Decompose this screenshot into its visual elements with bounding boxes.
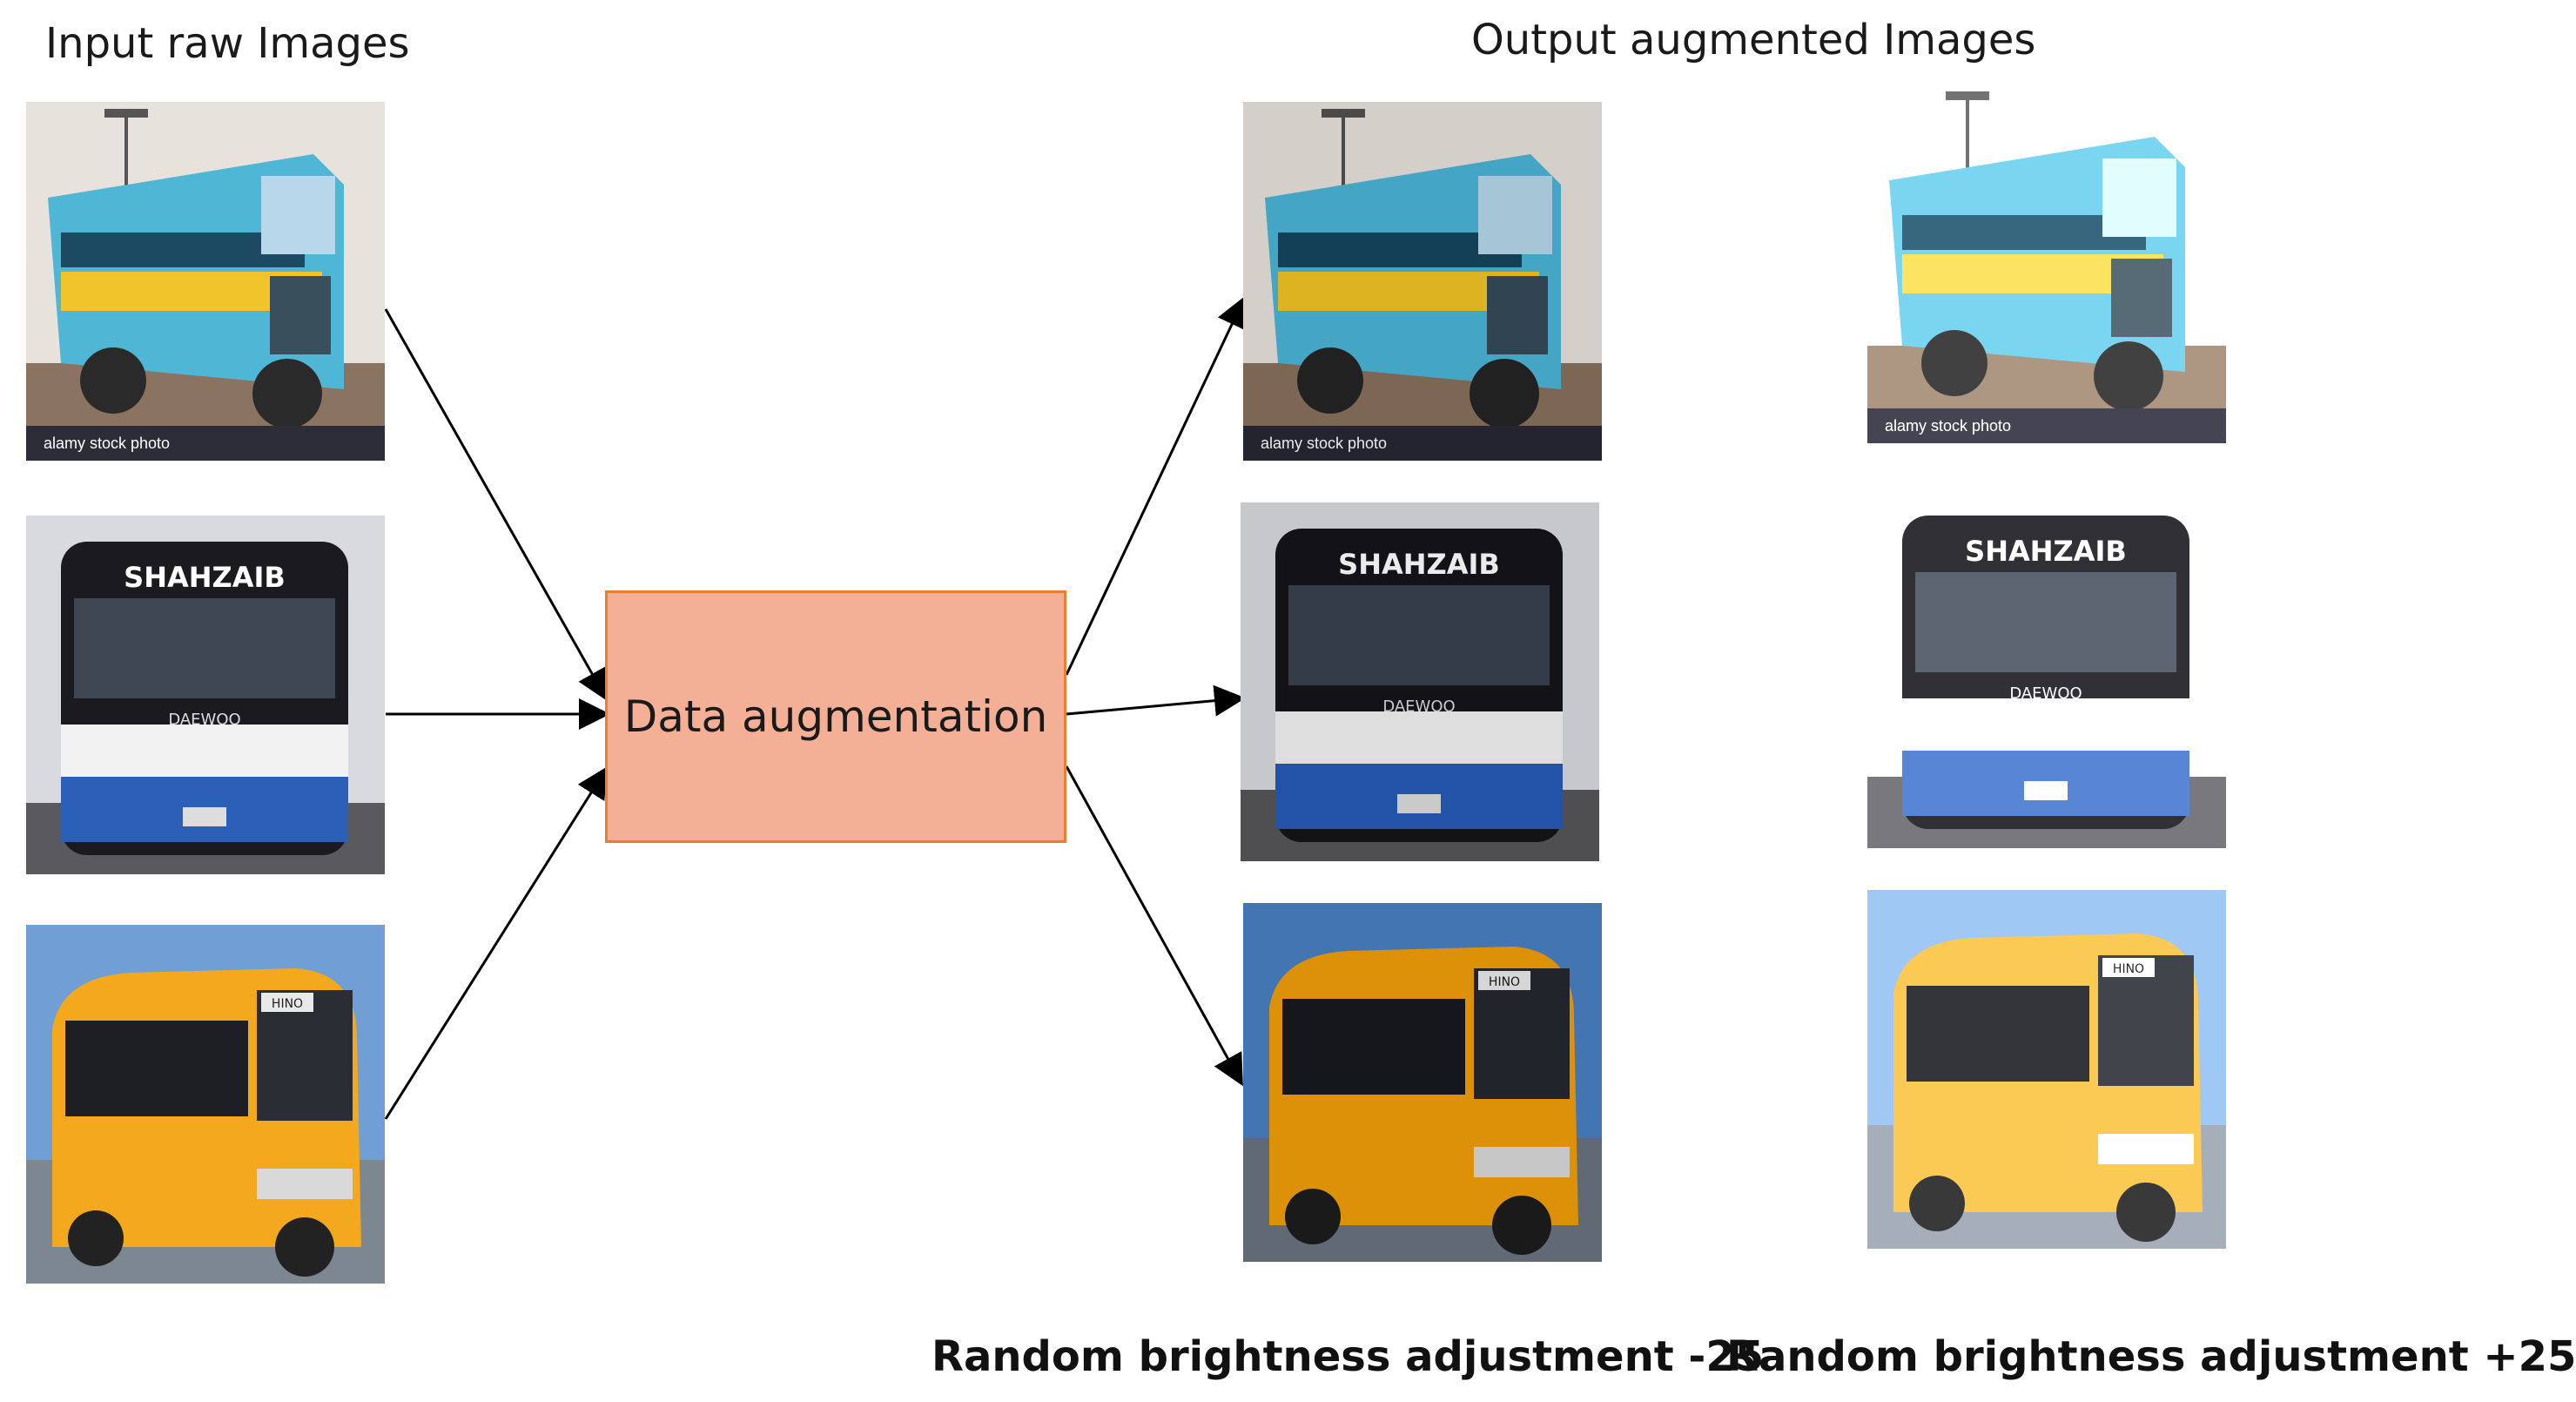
edge-input-bus3: [384, 765, 609, 1120]
blue-yellow-bus-icon: alamy stock photo: [26, 102, 385, 461]
output-bus3-minus25-photo: HINO: [1243, 903, 1602, 1262]
bus3-sign: HINO: [2113, 962, 2144, 976]
input-bus2-photo: SHAHZAIB DAEWOO: [26, 516, 385, 874]
caption-plus-25: Random brightness adjustment +25: [1726, 1332, 2576, 1381]
yellow-minibus-icon: HINO: [26, 925, 385, 1284]
edge-output-bus3: [1065, 765, 1243, 1087]
caption-minus-25: Random brightness adjustment -25: [932, 1332, 1765, 1381]
output-bus1-minus25-photo: alamy stock photo: [1243, 102, 1602, 461]
bus1-watermark: alamy stock photo: [1261, 435, 1387, 452]
bus2-brand-top: SHAHZAIB: [1965, 535, 2127, 568]
edge-input-bus1: [384, 308, 608, 702]
output-title: Output augmented Images: [1471, 16, 2036, 64]
bus2-brand-grille: DAEWOO: [1382, 698, 1455, 716]
connector-arrows: [384, 295, 1247, 1120]
yellow-minibus-icon: HINO: [1867, 890, 2226, 1249]
bus3-sign: HINO: [272, 997, 303, 1011]
data-augmentation-box: Data augmentation: [605, 590, 1066, 843]
output-bus2-plus25-photo: SHAHZAIB DAEWOO: [1867, 489, 2226, 848]
bus3-sign: HINO: [1489, 975, 1520, 989]
data-augmentation-label: Data augmentation: [623, 691, 1048, 742]
output-bus2-minus25-photo: SHAHZAIB DAEWOO: [1241, 502, 1599, 861]
blue-yellow-bus-icon: alamy stock photo: [1867, 84, 2226, 443]
black-white-blue-bus-icon: SHAHZAIB DAEWOO: [1867, 489, 2226, 848]
yellow-minibus-icon: HINO: [1243, 903, 1602, 1262]
bus1-watermark: alamy stock photo: [1885, 417, 2011, 435]
blue-yellow-bus-icon: alamy stock photo: [1243, 102, 1602, 461]
black-white-blue-bus-icon: SHAHZAIB DAEWOO: [1241, 502, 1599, 861]
bus2-brand-top: SHAHZAIB: [124, 561, 286, 594]
bus2-brand-top: SHAHZAIB: [1338, 548, 1500, 581]
edge-output-bus1: [1065, 295, 1247, 676]
bus1-watermark: alamy stock photo: [44, 435, 170, 452]
input-bus1-photo: alamy stock photo: [26, 102, 385, 461]
black-white-blue-bus-icon: SHAHZAIB DAEWOO: [26, 516, 385, 874]
bus2-brand-grille: DAEWOO: [168, 711, 240, 729]
input-title: Input raw Images: [45, 19, 410, 68]
output-bus1-plus25-photo: alamy stock photo: [1867, 84, 2226, 443]
bus2-brand-grille: DAEWOO: [2009, 684, 2082, 703]
input-bus3-photo: HINO: [26, 925, 385, 1284]
output-bus3-plus25-photo: HINO: [1867, 890, 2226, 1249]
edge-output-bus2: [1066, 684, 1246, 717]
diagram-canvas: Input raw Images Output augmented Images…: [26, 16, 2576, 1381]
